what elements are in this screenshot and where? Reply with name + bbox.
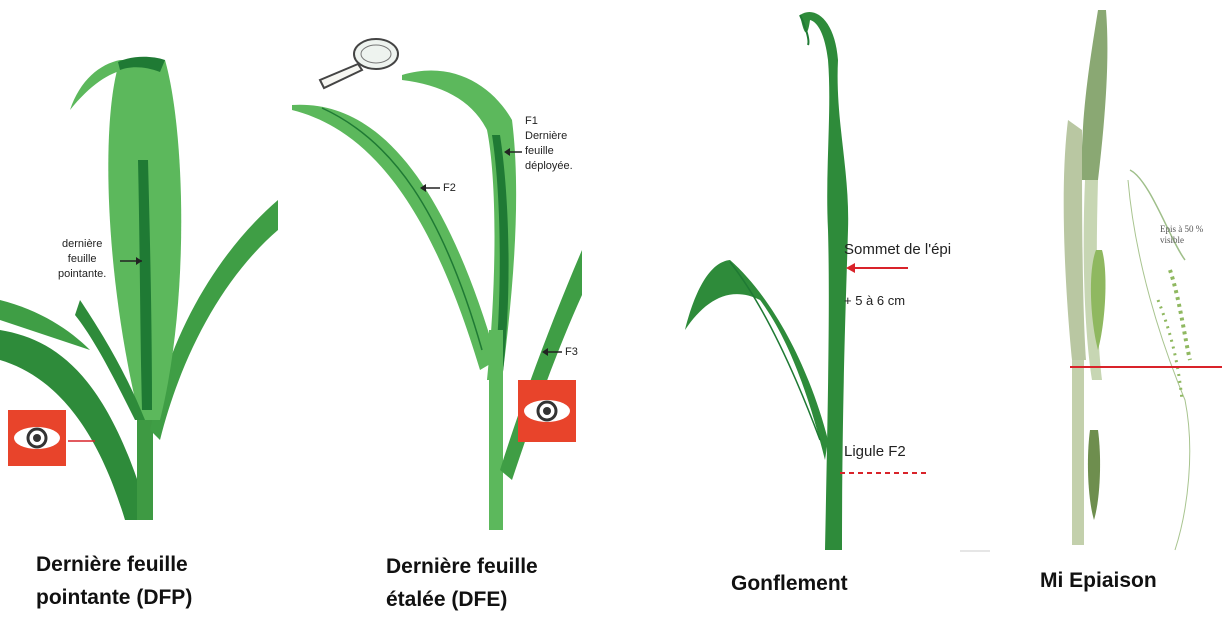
magnifier-icon <box>312 32 404 92</box>
gonflement-caption-line1: Gonflement <box>731 567 848 600</box>
mi-epiaison-photo <box>1010 0 1222 560</box>
dfe-caption-line1: Dernière feuille <box>386 550 538 583</box>
mi-epiaison-epis-line2: visible <box>1160 235 1203 246</box>
mi-epiaison-caption: Mi Epiaison <box>1040 564 1157 597</box>
dfe-f3-label: F3 <box>565 345 578 360</box>
gonflement-caption: Gonflement <box>731 567 848 600</box>
dfp-caption: Dernière feuille pointante (DFP) <box>36 548 192 614</box>
gonflement-sommet-label: Sommet de l'épi <box>844 241 951 259</box>
dfe-f1-line1: F1 <box>525 114 573 129</box>
dfp-caption-line2: pointante (DFP) <box>36 581 192 614</box>
mi-epiaison-epis-label: Epis à 50 % visible <box>1160 224 1203 246</box>
dfe-f1-line3: feuille <box>525 144 573 159</box>
dfp-leaf-note-line1: dernière <box>58 237 106 252</box>
dfe-caption-line2: étalée (DFE) <box>386 583 538 616</box>
gonflement-ligule-label: Ligule F2 <box>844 443 906 461</box>
mi-epiaison-caption-line1: Mi Epiaison <box>1040 564 1157 597</box>
eye-icon <box>8 410 66 466</box>
gonflement-plant-illustration <box>660 0 1000 560</box>
dfe-f1-line2: Dernière <box>525 129 573 144</box>
dfp-leaf-note: dernière feuille pointante. <box>58 237 106 282</box>
dfe-f2-label: F2 <box>443 181 456 196</box>
dfe-f1-line4: déployée. <box>525 159 573 174</box>
eye-icon <box>518 380 576 442</box>
dfe-caption: Dernière feuille étalée (DFE) <box>386 550 538 616</box>
dfp-leaf-note-line3: pointante. <box>58 267 106 282</box>
panel-mi-epiaison: Epis à 50 % visible Mi Epiaison <box>1010 0 1222 618</box>
dfp-caption-line1: Dernière feuille <box>36 548 192 581</box>
gonflement-distance-label: + 5 à 6 cm <box>844 292 905 310</box>
panel-dfe: F1 Dernière feuille déployée. F2 F3 Dern… <box>282 0 602 618</box>
dfe-f1-label: F1 Dernière feuille déployée. <box>525 114 573 174</box>
panel-gonflement: Sommet de l'épi + 5 à 6 cm Ligule F2 Gon… <box>660 0 1000 618</box>
panel-dfp: dernière feuille pointante. Dernière feu… <box>0 0 280 618</box>
dfp-leaf-note-line2: feuille <box>58 252 106 267</box>
mi-epiaison-epis-line1: Epis à 50 % <box>1160 224 1203 235</box>
